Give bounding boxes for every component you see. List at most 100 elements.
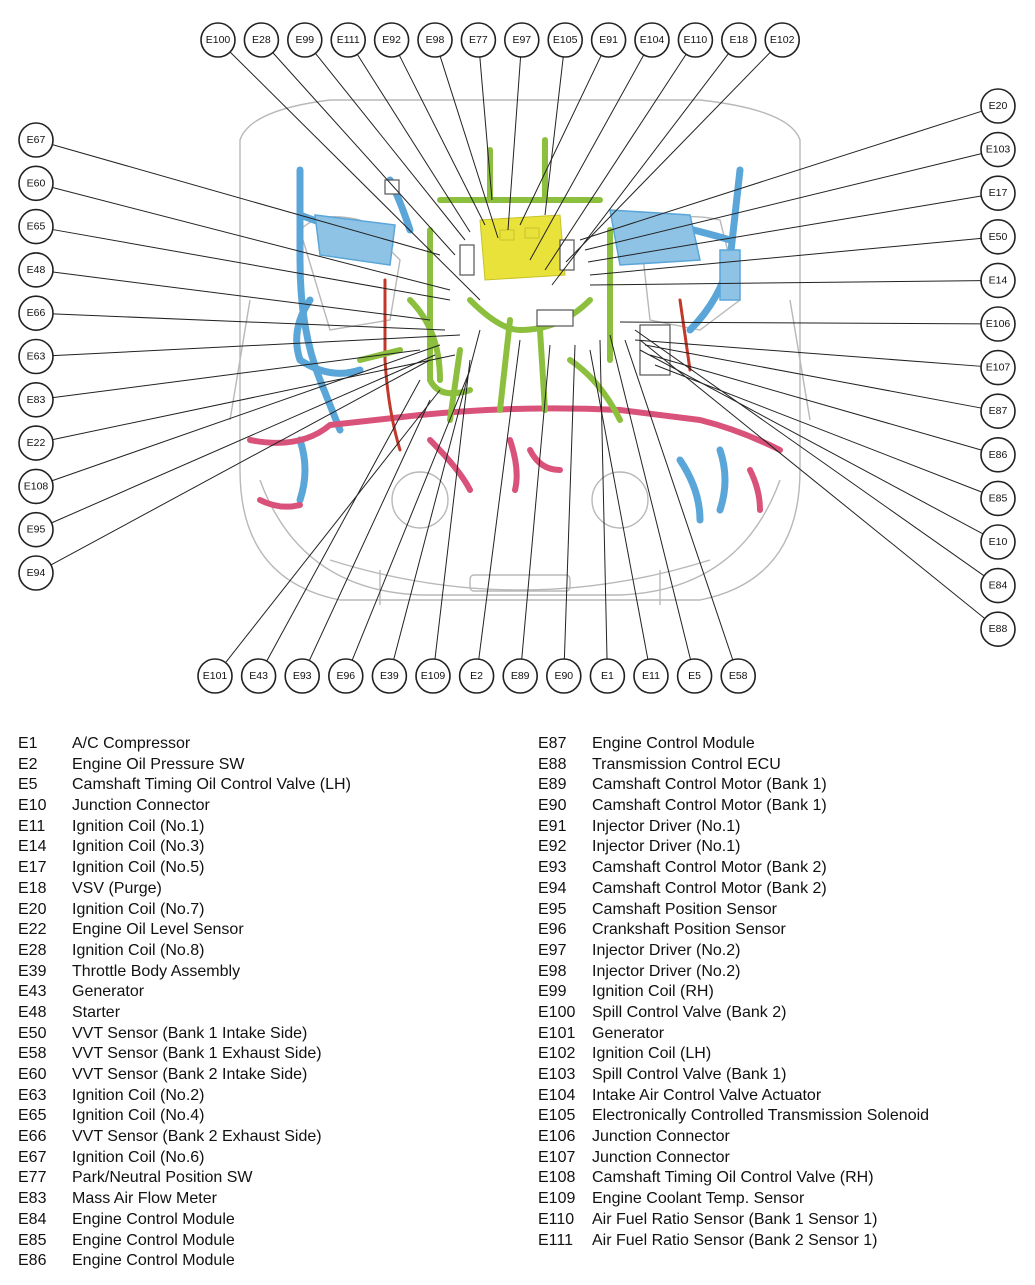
legend-description: Injector Driver (No.1) [592,817,741,835]
legend-row: E60 VVT Sensor (Bank 2 Intake Side) [18,1065,351,1086]
callout-e83: E83 [18,381,54,418]
callout-circle [502,658,539,694]
legend-code: E111 [538,1231,573,1249]
legend-description: Intake Air Control Valve Actuator [592,1086,822,1104]
legend-description: Ignition Coil (No.8) [72,941,205,959]
callout-e5: E5 [676,658,713,694]
callout-e97: E97 [503,22,540,58]
callout-e92: E92 [373,22,410,58]
callout-e65: E65 [18,208,54,245]
leader-line [272,52,456,256]
legend-description: Air Fuel Ratio Sensor (Bank 2 Sensor 1) [592,1231,878,1249]
legend-description: Ignition Coil (No.2) [72,1086,205,1104]
callout-circle [18,252,54,288]
callout-e91: E91 [590,22,627,58]
legend-row: E28 Ignition Coil (No.8) [18,941,351,962]
leader-line [544,53,687,271]
legend-description: VVT Sensor (Bank 2 Intake Side) [72,1066,308,1083]
callout-circle [286,22,323,58]
leader-line [589,237,982,276]
legend-code: E93 [538,859,567,877]
legend-row: E90 Camshaft Control Motor (Bank 1) [538,796,929,817]
legend-code: E101 [538,1024,576,1042]
leader-line [225,389,441,663]
legend-code: E60 [18,1066,47,1083]
legend-code: E58 [18,1045,47,1063]
legend-description: Air Fuel Ratio Sensor (Bank 1 Sensor 1) [592,1210,878,1228]
legend-description: Camshaft Timing Oil Control Valve (LH) [72,776,351,794]
callout-circle [415,658,451,694]
callout-e58: E58 [720,658,757,694]
callout-label: E43 [249,670,268,682]
legend-description: Junction Connector [592,1128,730,1146]
callout-label: E90 [554,670,573,682]
callout-e67: E67 [18,122,54,158]
callout-e94: E94 [18,555,54,591]
callout-circle [18,208,54,245]
leader-line [478,339,521,660]
callout-e100: E100 [200,22,236,58]
callout-label: E28 [252,34,271,46]
legend-code: E108 [538,1169,576,1187]
leader-line [52,354,456,441]
legend-code: E95 [538,900,567,918]
callout-label: E104 [640,34,665,46]
callout-label: E85 [989,492,1008,504]
legend-description: Spill Control Valve (Bank 1) [592,1066,787,1083]
callout-circle [720,658,757,694]
legend-code: E11 [18,817,46,835]
callout-e99: E99 [286,22,323,58]
legend-description: Camshaft Control Motor (Bank 2) [592,859,827,877]
legend-code: E28 [18,941,47,959]
legend-code: E107 [538,1148,576,1166]
callout-circle [240,658,277,694]
legend-code: E2 [18,755,38,773]
callout-circle [330,22,367,58]
legend-code: E90 [538,797,567,815]
callout-label: E109 [421,670,446,682]
legend-code: E63 [18,1086,47,1104]
legend-description: Ignition Coil (No.1) [72,817,205,835]
callout-circle [284,658,321,694]
callout-circle [18,122,54,158]
callout-e90: E90 [545,658,582,694]
leader-line [609,334,691,660]
legend-description: VVT Sensor (Bank 1 Exhaust Side) [72,1045,322,1063]
leader-line [589,349,649,660]
legend-description: Starter [72,1003,121,1021]
red-harness [383,278,692,452]
legend-description: Camshaft Control Motor (Bank 1) [592,776,827,794]
callout-label: E111 [337,34,360,46]
callout-label: E94 [27,567,46,579]
callout-circle [676,658,713,694]
callout-e50: E50 [980,219,1016,255]
blue-harness-blocks [314,209,741,301]
callout-e107: E107 [980,349,1016,386]
callout-circle [18,511,54,548]
legend-code: E10 [18,797,47,815]
connector-blocks [384,179,671,376]
legend-code: E66 [18,1128,47,1146]
callout-label: E105 [553,34,578,46]
legend-description: Generator [72,983,145,1001]
leader-line [50,359,431,566]
callout-e77: E77 [460,22,497,58]
callout-e20: E20 [980,88,1016,124]
pink-harness [247,405,783,513]
legend-description: Camshaft Control Motor (Bank 2) [592,879,827,897]
legend-description: Camshaft Control Motor (Bank 1) [592,797,827,815]
callout-label: E93 [293,670,312,682]
callout-label: E10 [989,536,1008,548]
